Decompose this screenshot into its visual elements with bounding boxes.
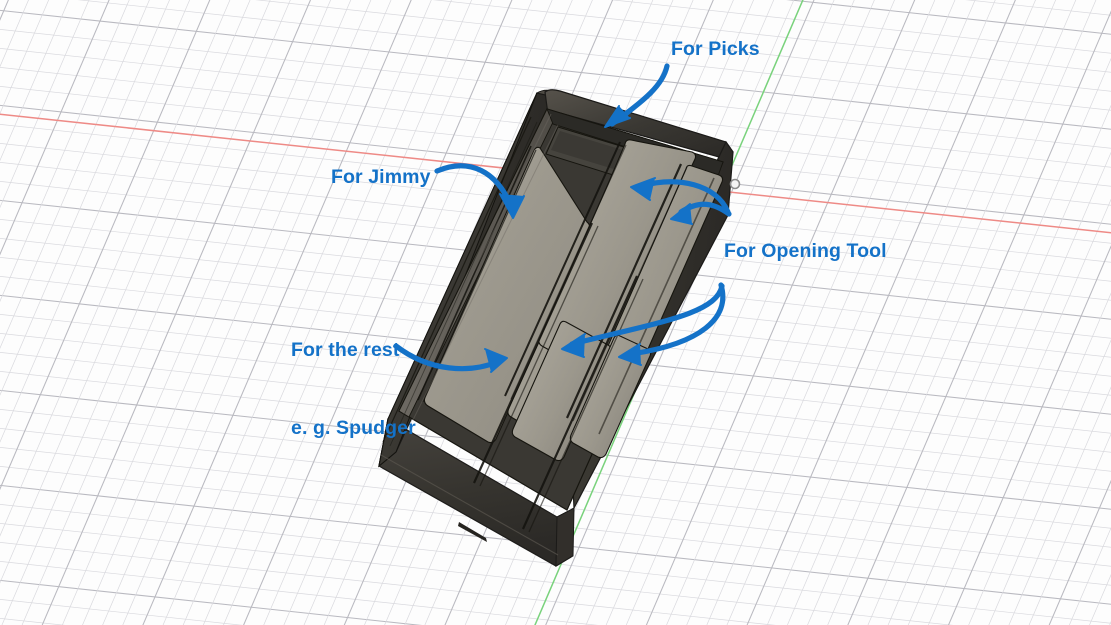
annotation-label-jimmy: For Jimmy <box>331 166 431 188</box>
grid-line-vertical <box>907 151 1111 625</box>
grid-line-horizontal <box>0 29 1111 149</box>
grid-line-vertical <box>263 0 533 625</box>
arrow-for-rest-left <box>393 343 508 373</box>
annotation-label-opening-tool: For Opening Tool <box>724 240 887 262</box>
grid-line-vertical <box>0 0 130 302</box>
tray-base-top-edge <box>380 454 559 556</box>
grid-line-vertical <box>827 0 1097 625</box>
grid-line-vertical <box>0 0 231 537</box>
grid-line-vertical <box>947 245 1111 625</box>
arrow-for-opening-tool-lower <box>670 201 732 225</box>
grid-line-vertical <box>706 0 976 625</box>
grid-line-vertical <box>0 0 191 443</box>
annotation-label-rest: For the rest e. g. Spudger <box>291 285 416 493</box>
grid-line-vertical <box>807 0 1077 625</box>
grid-line-vertical <box>162 0 432 625</box>
grid-line-horizontal <box>0 579 423 625</box>
arrow-for-opening-tool-upper <box>630 177 731 215</box>
annotation-label-rest-line1: For the rest <box>291 339 400 361</box>
grid-line-vertical <box>545 0 815 625</box>
grid-line-vertical <box>82 0 352 625</box>
grid-line-vertical <box>0 0 110 256</box>
grid-line-vertical <box>928 198 1111 625</box>
grid-line-horizontal <box>0 447 1111 567</box>
tray-base-foot-notch <box>458 522 487 542</box>
jimmy-groove-line-inner <box>422 149 537 403</box>
grid-line-vertical <box>1028 433 1111 625</box>
grid-line-vertical <box>61 0 331 625</box>
grid-line-horizontal <box>965 0 1111 16</box>
grid-line-vertical <box>122 0 392 625</box>
grid-line-vertical <box>182 0 452 625</box>
grid-line-vertical <box>726 0 996 625</box>
tray-bottom-right-corner <box>555 507 575 567</box>
grid-line-vertical <box>787 0 1057 625</box>
grid-line-vertical <box>645 0 916 625</box>
grid-line-vertical <box>867 57 1111 625</box>
grid-line-horizontal <box>432 0 1111 73</box>
annotation-arrows <box>393 63 732 373</box>
grid-line-vertical <box>0 0 50 115</box>
annotation-label-picks: For Picks <box>671 38 760 60</box>
grid-line-vertical <box>746 0 1016 625</box>
grid-line-horizontal <box>610 0 1111 54</box>
tray-divider-grooves <box>472 141 715 533</box>
grid-line-vertical <box>565 0 835 625</box>
grid-line-vertical <box>666 0 936 625</box>
grid-line-vertical <box>202 0 472 625</box>
grid-line-vertical <box>0 0 90 209</box>
origin-point-marker[interactable] <box>729 178 741 190</box>
grid-line-vertical <box>766 0 1036 625</box>
grid-line-vertical <box>41 0 312 625</box>
arrow-for-jimmy <box>434 163 525 219</box>
grid-line-horizontal <box>0 9 1111 130</box>
arrow-for-picks <box>604 63 670 128</box>
grid-line-vertical <box>283 0 553 625</box>
grid-line-vertical <box>21 0 291 625</box>
grid-line-vertical <box>223 0 493 625</box>
grid-line-vertical <box>686 0 956 625</box>
grid-line-vertical <box>142 0 412 625</box>
grid-line-vertical <box>0 0 29 68</box>
tray-top-outer-wall <box>544 89 734 161</box>
grid-line-vertical <box>0 0 70 162</box>
grid-line-vertical <box>0 0 251 584</box>
grid-line-vertical <box>0 0 211 491</box>
grid-line-vertical <box>0 0 170 396</box>
grid-line-horizontal <box>77 0 1111 111</box>
grid-line-vertical <box>887 104 1111 625</box>
grid-line-horizontal <box>0 599 243 625</box>
grid-line-vertical <box>1089 574 1111 625</box>
grid-line-vertical <box>605 0 875 625</box>
grid-line-vertical <box>1048 479 1111 625</box>
grid-line-vertical <box>243 0 513 625</box>
grid-line-vertical <box>0 0 150 349</box>
grid-line-vertical <box>1068 527 1111 625</box>
tray-outer-wall-edges <box>382 116 538 447</box>
jimmy-groove-line-outer <box>417 145 532 401</box>
arrow-for-rest-mid <box>561 283 725 358</box>
grid-line-horizontal <box>0 523 954 625</box>
grid-line-vertical <box>1008 386 1111 625</box>
grid-line-vertical <box>847 10 1111 625</box>
grid-line-vertical <box>625 0 895 625</box>
grid-line-vertical <box>968 292 1111 625</box>
grid-line-vertical <box>102 0 372 625</box>
grid-line-vertical <box>988 339 1111 625</box>
grid-line-horizontal <box>255 0 1111 92</box>
grid-line-vertical <box>1 0 271 625</box>
annotation-label-rest-line2: e. g. Spudger <box>291 417 416 439</box>
arrow-for-rest-right <box>618 282 726 366</box>
